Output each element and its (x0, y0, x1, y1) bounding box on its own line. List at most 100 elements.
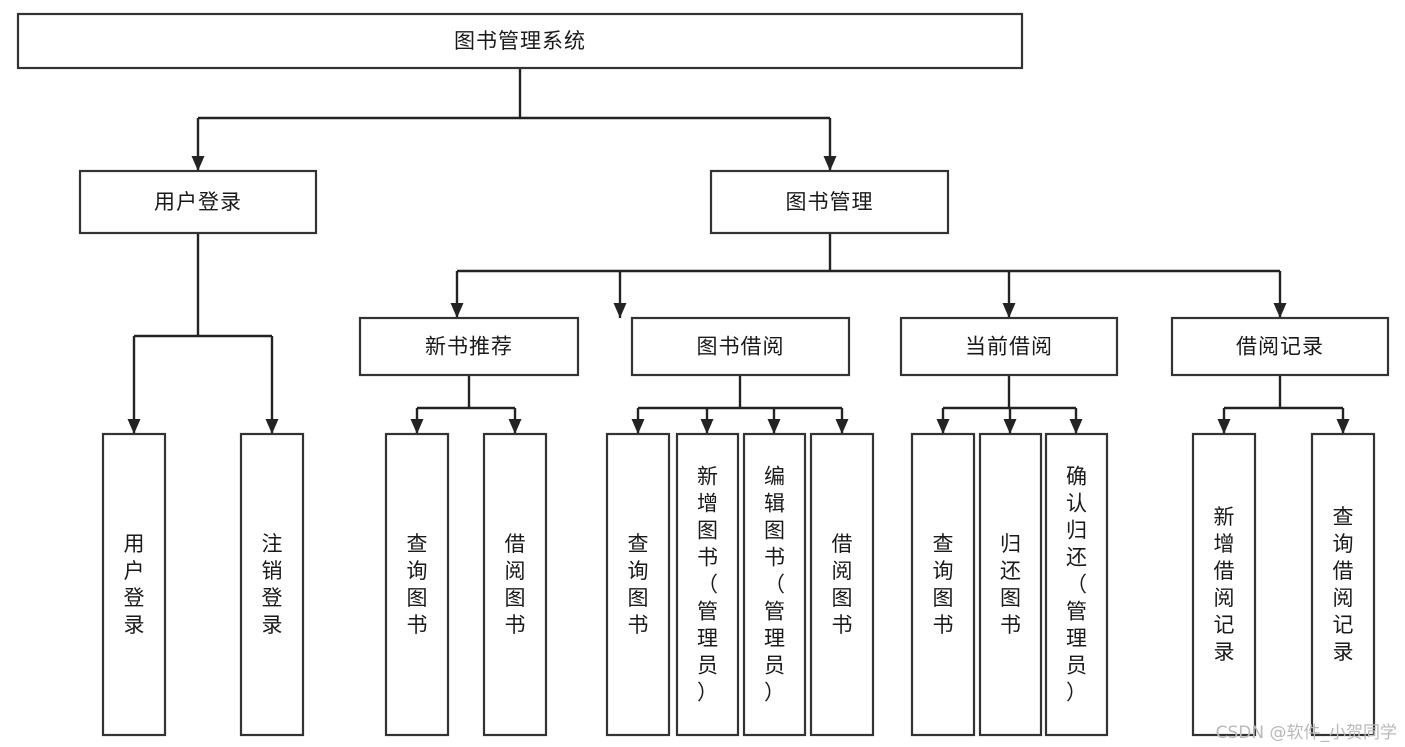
level2-node[interactable]: 新书推荐 (358, 316, 580, 377)
arrow-head-icon (410, 419, 424, 434)
leaf-label-char: 借 (832, 532, 853, 556)
arrow-head-icon (613, 303, 627, 318)
leaf-node[interactable]: 借阅图书借阅图书 (809, 432, 875, 737)
leaf-node[interactable]: 借阅图书借阅图书 (482, 432, 548, 737)
leaf-label-char: 登 (262, 586, 283, 610)
leaf-label-char: ） (697, 681, 718, 705)
root-node[interactable]: 图书管理系统 (16, 12, 1024, 70)
arrow-head-icon (936, 419, 950, 434)
arrow-head-icon (191, 156, 205, 171)
leaf-box[interactable] (978, 432, 1043, 737)
arrow-head-icon (265, 419, 279, 434)
arrow-head-icon (127, 419, 141, 434)
leaf-node[interactable]: 查询借阅记录查询借阅记录 (1310, 432, 1376, 737)
arrow-head-icon (508, 419, 522, 434)
leaf-box[interactable] (809, 432, 875, 737)
leaf-label-char: 员 (764, 654, 785, 678)
leaf-label-char: 管 (697, 600, 718, 624)
arrow-head-icon (835, 419, 849, 434)
leaf-label-char: 询 (933, 559, 954, 583)
leaf-box[interactable] (482, 432, 548, 737)
level2-label: 图书借阅 (697, 335, 785, 359)
leaf-node[interactable]: 查询图书查询图书 (384, 432, 450, 737)
level2-box[interactable] (358, 316, 580, 377)
level2-label: 新书推荐 (425, 335, 513, 359)
root-box[interactable] (16, 12, 1024, 70)
leaf-label-char: 书 (832, 613, 853, 637)
leaf-node[interactable]: 新增借阅记录新增借阅记录 (1191, 432, 1257, 737)
level2-box[interactable] (899, 316, 1119, 377)
leaf-box[interactable] (1310, 432, 1376, 737)
leaf-node[interactable]: 查询图书查询图书 (910, 432, 976, 737)
connector-group (455, 233, 1282, 318)
leaf-label-char: 注 (262, 532, 283, 556)
leaf-box[interactable] (675, 432, 740, 737)
root-label: 图书管理系统 (454, 29, 586, 53)
level2-node[interactable]: 当前借阅 (899, 316, 1119, 377)
arrow-head-icon (1003, 419, 1017, 434)
leaf-box[interactable] (910, 432, 976, 737)
arrow-head-icon (1002, 303, 1016, 318)
watermark-text: CSDN @软件_小贺同学 (1215, 723, 1397, 743)
leaf-label-char: 借 (505, 532, 526, 556)
leaf-node[interactable]: 用户登录用户登录 (101, 432, 167, 737)
leaf-label-char: 录 (1214, 640, 1235, 664)
leaf-label-char: 增 (1214, 532, 1235, 556)
connector-group (415, 375, 517, 434)
level1-node[interactable]: 用户登录 (78, 169, 318, 235)
leaf-label-char: 录 (124, 613, 145, 637)
arrow-head-icon (767, 419, 781, 434)
leaf-box[interactable] (101, 432, 167, 737)
leaf-label-char: 图 (832, 586, 853, 610)
leaf-label-char: 还 (1066, 546, 1087, 570)
leaf-box[interactable] (742, 432, 807, 737)
leaf-label-char: 图 (933, 586, 954, 610)
leaf-label-char: 录 (1333, 640, 1354, 664)
leaf-node[interactable]: 注销登录注销登录 (239, 432, 305, 737)
leaf-label-char: 书 (628, 613, 649, 637)
level2-box[interactable] (630, 316, 851, 377)
leaf-label-char: 阅 (1333, 586, 1354, 610)
leaf-label-char: 确 (1066, 465, 1087, 489)
leaf-label-char: 理 (764, 627, 785, 651)
arrow-head-icon (700, 419, 714, 434)
leaf-label-char: （ (1066, 573, 1087, 597)
leaf-label-char: 用 (124, 532, 145, 556)
leaf-node[interactable]: 归还图书归还图书 (978, 432, 1043, 737)
leaf-label-char: 查 (1333, 505, 1354, 529)
arrow-head-icon (1217, 419, 1231, 434)
level1-node[interactable]: 图书管理 (709, 169, 950, 235)
leaf-label-char: 书 (407, 613, 428, 637)
leaf-label-char: 图 (764, 519, 785, 543)
leaf-label-char: 阅 (1214, 586, 1235, 610)
level1-box[interactable] (709, 169, 950, 235)
leaf-box[interactable] (1191, 432, 1257, 737)
leaf-label-char: 阅 (832, 559, 853, 583)
leaf-box[interactable] (605, 432, 671, 737)
leaf-label-char: 书 (764, 546, 785, 570)
leaf-box[interactable] (239, 432, 305, 737)
leaf-node[interactable]: 查询图书查询图书 (605, 432, 671, 737)
connector-group (1222, 375, 1345, 434)
level1-label: 图书管理 (786, 190, 874, 214)
leaf-label-char: 员 (697, 654, 718, 678)
leaf-label-char: 理 (697, 627, 718, 651)
level2-node[interactable]: 图书借阅 (630, 316, 851, 377)
leaf-box[interactable] (1044, 432, 1109, 737)
level2-box[interactable] (1170, 316, 1390, 377)
leaf-label-char: 询 (628, 559, 649, 583)
leaf-label-char: 归 (1000, 532, 1021, 556)
leaf-box[interactable] (384, 432, 450, 737)
leaf-label-char: 书 (1000, 613, 1021, 637)
leaf-label-char: 归 (1066, 519, 1087, 543)
leaf-label-char: 销 (262, 559, 283, 583)
level2-node[interactable]: 借阅记录 (1170, 316, 1390, 377)
level1-box[interactable] (78, 169, 318, 235)
leaf-label-char: 查 (933, 532, 954, 556)
leaf-label-char: 增 (697, 492, 718, 516)
leaf-label-char: 询 (407, 559, 428, 583)
